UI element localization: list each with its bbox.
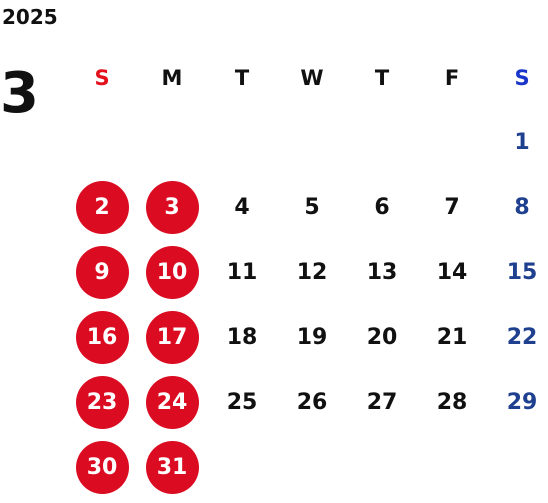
day-number: 6 xyxy=(374,194,390,220)
highlighted-day-number: 9 xyxy=(75,245,129,299)
month-label: 3 xyxy=(0,61,39,126)
day-number: 11 xyxy=(226,259,258,285)
day-cell[interactable]: 7 xyxy=(417,175,487,239)
weekday-header: T xyxy=(374,66,390,90)
day-number: 7 xyxy=(444,194,460,220)
day-cell[interactable]: 23 xyxy=(67,370,137,434)
highlighted-day-number: 23 xyxy=(75,375,129,429)
weekday-header: W xyxy=(300,66,324,90)
day-cell[interactable]: 26 xyxy=(277,370,347,434)
day-cell[interactable]: 25 xyxy=(207,370,277,434)
day-cell[interactable]: 20 xyxy=(347,305,417,369)
day-number: 15 xyxy=(506,259,538,285)
highlighted-day-number: 17 xyxy=(145,310,199,364)
day-number: 28 xyxy=(436,389,468,415)
day-cell[interactable]: 6 xyxy=(347,175,417,239)
day-cell[interactable]: 28 xyxy=(417,370,487,434)
day-number: 5 xyxy=(304,194,320,220)
day-cell[interactable]: 8 xyxy=(487,175,548,239)
day-cell[interactable]: 30 xyxy=(67,435,137,499)
year-label: 2025 xyxy=(2,5,58,29)
day-cell[interactable]: 18 xyxy=(207,305,277,369)
day-cell[interactable]: 21 xyxy=(417,305,487,369)
highlighted-day-number: 2 xyxy=(75,180,129,234)
day-number: 8 xyxy=(514,194,530,220)
day-cell[interactable]: 19 xyxy=(277,305,347,369)
day-cell[interactable]: 31 xyxy=(137,435,207,499)
day-number: 22 xyxy=(506,324,538,350)
day-number: 4 xyxy=(234,194,250,220)
day-number: 14 xyxy=(436,259,468,285)
highlighted-day-number: 10 xyxy=(145,245,199,299)
weekday-header: M xyxy=(161,66,183,90)
day-number: 25 xyxy=(226,389,258,415)
day-number: 13 xyxy=(366,259,398,285)
day-cell[interactable]: 15 xyxy=(487,240,548,304)
day-number: 21 xyxy=(436,324,468,350)
day-cell[interactable]: 12 xyxy=(277,240,347,304)
highlighted-day-number: 16 xyxy=(75,310,129,364)
day-cell[interactable]: 9 xyxy=(67,240,137,304)
day-number: 27 xyxy=(366,389,398,415)
day-number: 12 xyxy=(296,259,328,285)
highlighted-day-number: 24 xyxy=(145,375,199,429)
weekday-header: T xyxy=(234,66,250,90)
highlighted-day-number: 30 xyxy=(75,440,129,494)
day-cell[interactable]: 1 xyxy=(487,110,548,174)
day-cell[interactable]: 27 xyxy=(347,370,417,434)
day-cell[interactable]: 16 xyxy=(67,305,137,369)
day-cell[interactable]: 5 xyxy=(277,175,347,239)
day-number: 20 xyxy=(366,324,398,350)
day-cell[interactable]: 22 xyxy=(487,305,548,369)
day-cell[interactable]: 13 xyxy=(347,240,417,304)
highlighted-day-number: 31 xyxy=(145,440,199,494)
weekday-header: S xyxy=(94,66,110,90)
day-number: 29 xyxy=(506,389,538,415)
weekday-header: F xyxy=(444,66,460,90)
day-cell[interactable]: 10 xyxy=(137,240,207,304)
day-cell[interactable]: 2 xyxy=(67,175,137,239)
day-number: 18 xyxy=(226,324,258,350)
highlighted-day-number: 3 xyxy=(145,180,199,234)
day-cell[interactable]: 3 xyxy=(137,175,207,239)
day-cell[interactable]: 14 xyxy=(417,240,487,304)
day-cell[interactable]: 24 xyxy=(137,370,207,434)
day-cell[interactable]: 17 xyxy=(137,305,207,369)
day-cell[interactable]: 4 xyxy=(207,175,277,239)
weekday-header: S xyxy=(514,66,530,90)
day-number: 26 xyxy=(296,389,328,415)
day-cell[interactable]: 11 xyxy=(207,240,277,304)
day-number: 19 xyxy=(296,324,328,350)
day-number: 1 xyxy=(514,129,530,155)
day-cell[interactable]: 29 xyxy=(487,370,548,434)
